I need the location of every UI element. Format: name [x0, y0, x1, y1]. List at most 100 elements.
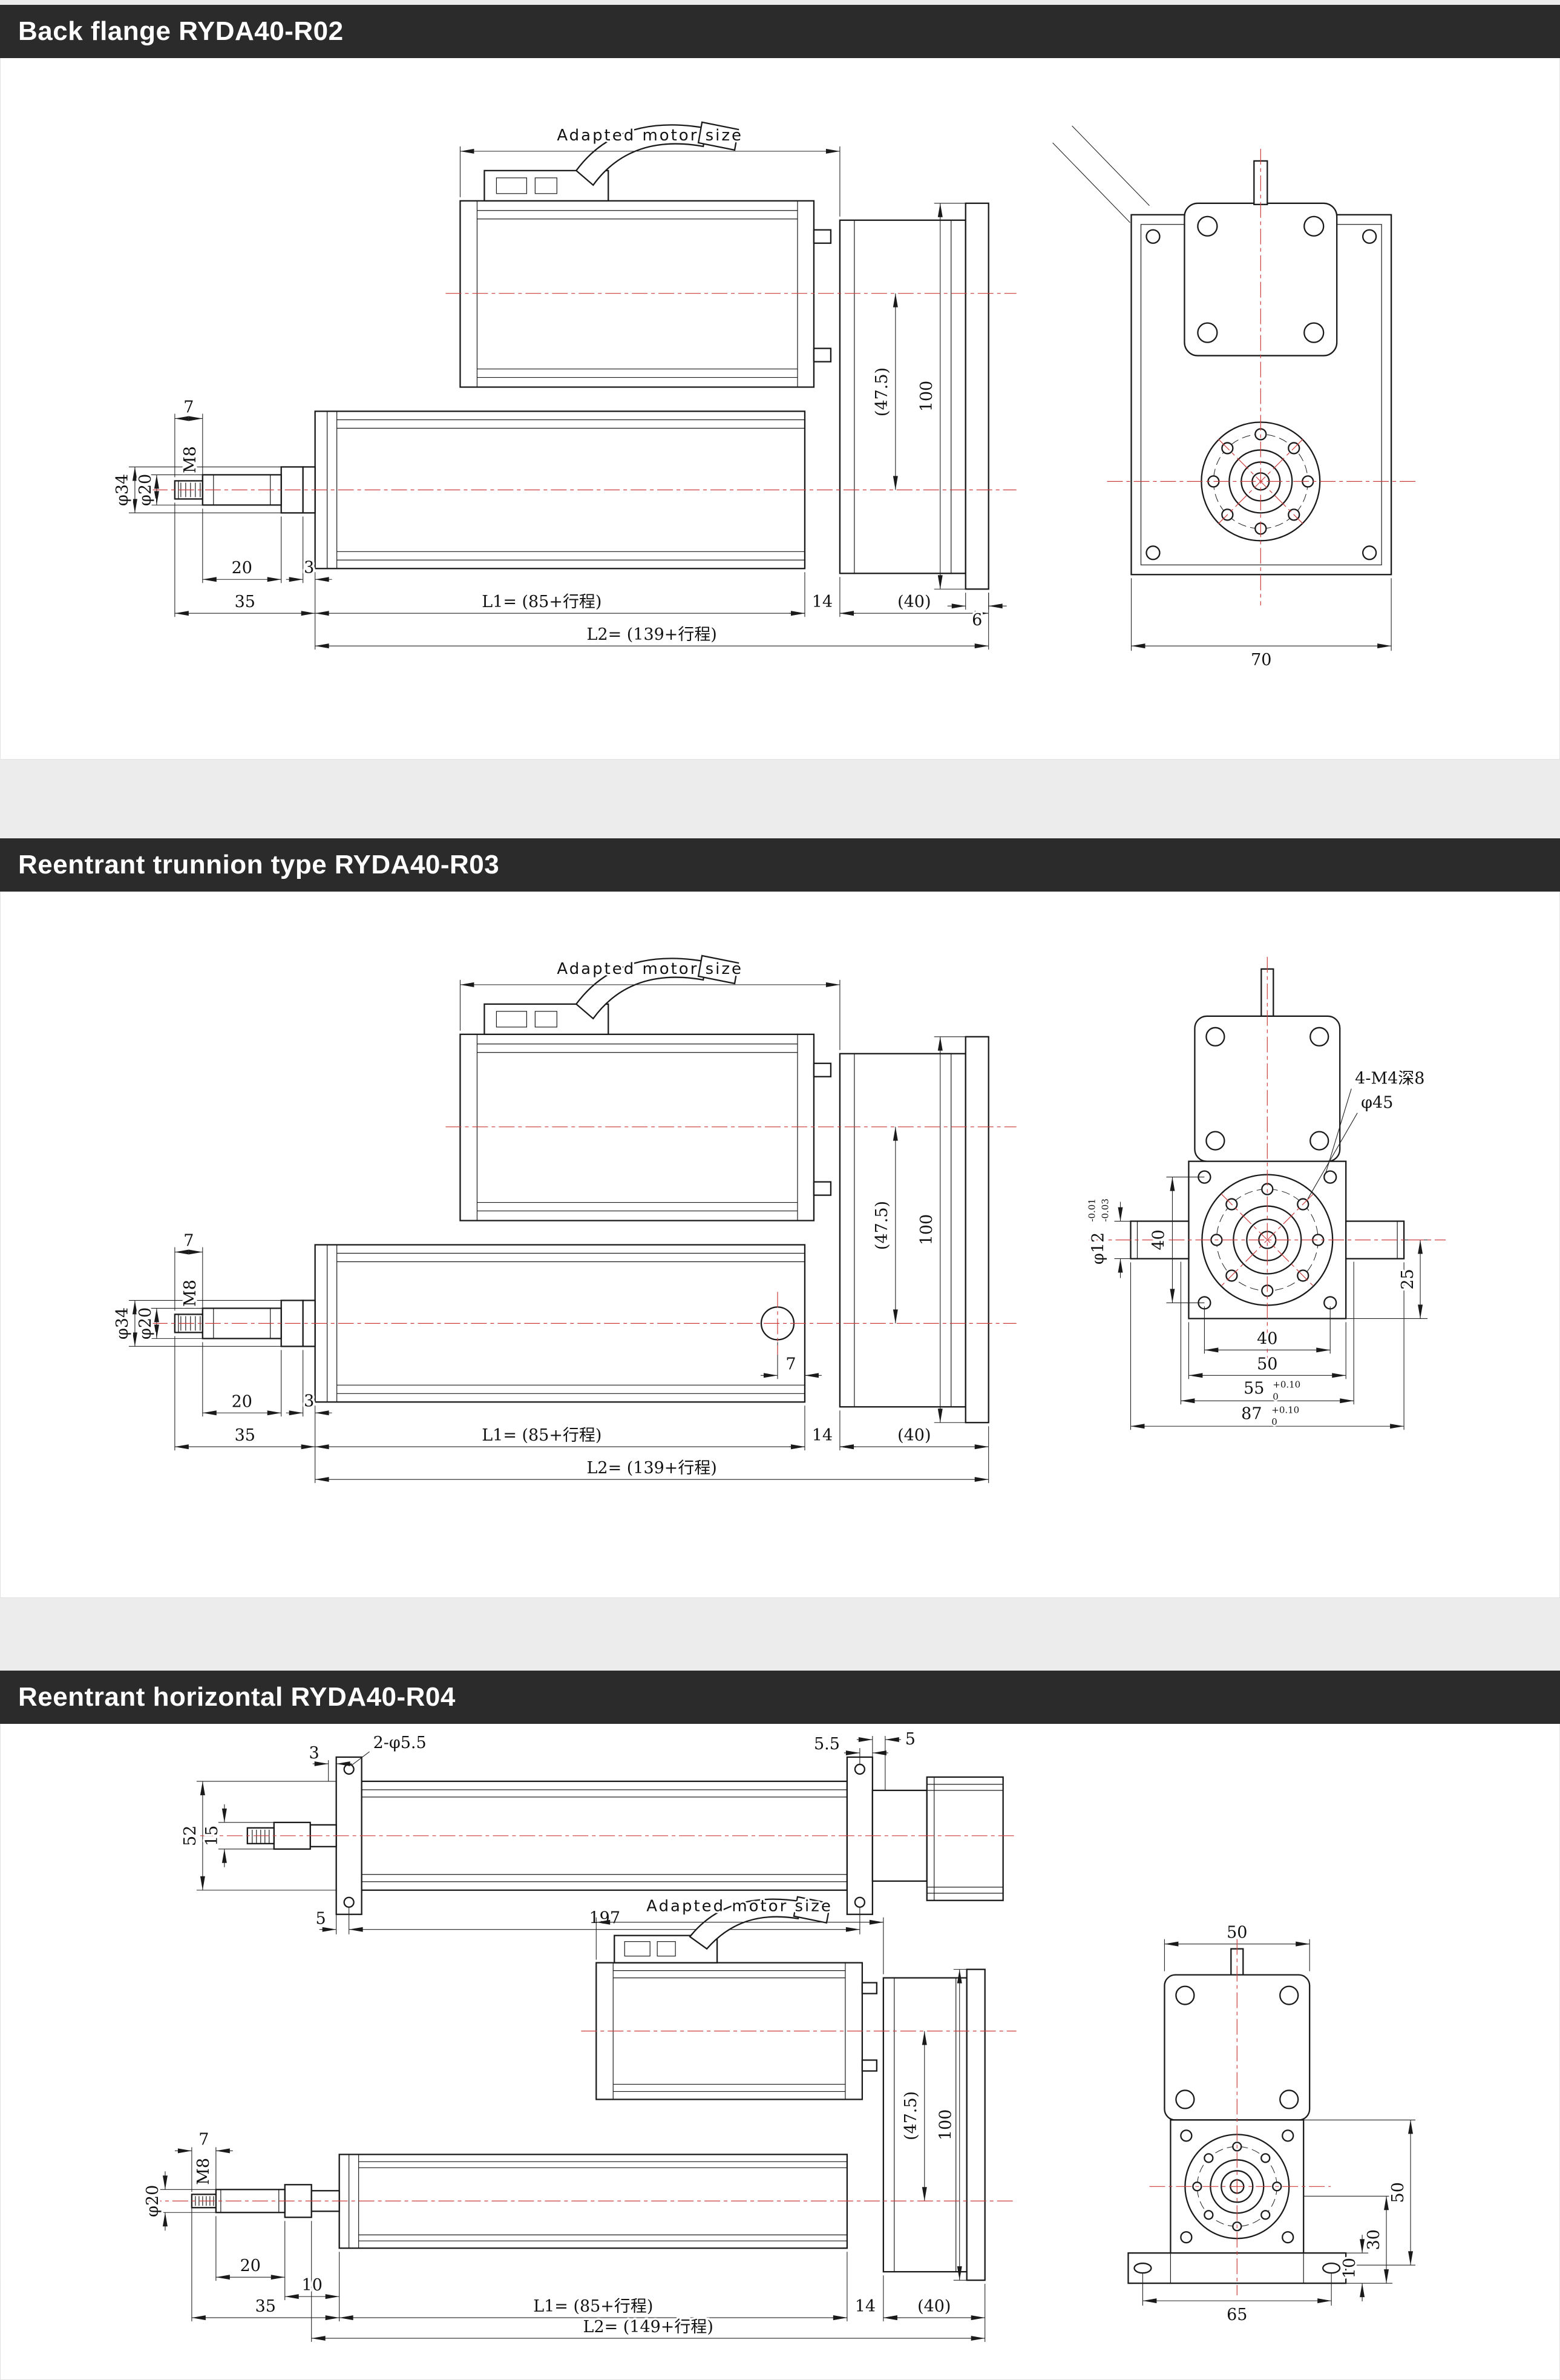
dim-100: 100	[917, 1214, 936, 1245]
dim-dia20: φ20	[136, 474, 155, 506]
section-r02: Back flange RYDA40-R02	[0, 5, 1560, 760]
drawing-panel-r03: Adapted motor size 7 φ34 φ20 M8 20 3 35 …	[0, 892, 1560, 1598]
motor-size-label: Adapted motor size	[557, 127, 743, 145]
section-gap	[0, 760, 1560, 838]
dim-5-5: 5.5	[814, 1735, 840, 1754]
dim-dia12: φ12	[1089, 1232, 1108, 1264]
dim-50: 50	[1257, 1355, 1277, 1373]
dim-47-5: (47.5)	[873, 1201, 891, 1250]
dim-40: (40)	[897, 593, 931, 611]
dim-7-trunnion: 7	[785, 1355, 796, 1373]
end-view: 4-M4深8 φ45 40 φ12 -0.01 -0.03 25 40 50 5…	[1085, 956, 1446, 1430]
motor-size-label: Adapted motor size	[557, 960, 743, 978]
servo-motor	[459, 121, 832, 388]
end-view: 50 10 30 50 65	[1127, 1921, 1416, 2327]
dim-thread: M8	[194, 2158, 213, 2185]
dim-dia34: φ34	[113, 1307, 132, 1340]
section-title-r03: Reentrant trunnion type RYDA40-R03	[18, 850, 500, 879]
dim-10: 10	[302, 2276, 323, 2295]
motor-face	[1194, 968, 1341, 1162]
dim-20: 20	[240, 2257, 261, 2275]
dim-87-tol-upper: +0.10	[1271, 1404, 1299, 1415]
centerlines	[151, 293, 1017, 490]
dim-25: 25	[1398, 1269, 1417, 1289]
dim-14: 14	[855, 2297, 876, 2316]
section-header-r03: Reentrant trunnion type RYDA40-R03	[0, 838, 1560, 892]
dimension-lines	[128, 146, 1007, 650]
dim-55-tol-lower: 0	[1273, 1391, 1279, 1402]
drawing-r02: Adapted motor size 7 φ34 φ20 M8 20 3 35 …	[111, 121, 1416, 672]
dim-l2: L2= (139+行程)	[587, 1459, 717, 1478]
dim-dia20: φ20	[136, 1307, 155, 1340]
dim-l2: L2= (139+行程)	[587, 625, 717, 644]
drawing-r03: Adapted motor size 7 φ34 φ20 M8 20 3 35 …	[111, 955, 1446, 1484]
section-r04: Reentrant horizontal RYDA40-R04	[0, 1671, 1560, 2380]
dim-dia12-tol-lower: -0.03	[1100, 1198, 1111, 1221]
dim-30: 30	[1365, 2229, 1383, 2250]
dim-70: 70	[1251, 651, 1271, 669]
dim-35: 35	[235, 593, 255, 611]
servo-motor	[459, 955, 832, 1221]
section-header-r04: Reentrant horizontal RYDA40-R04	[0, 1671, 1560, 1724]
dimension-lines	[128, 979, 989, 1484]
dim-47-5: (47.5)	[873, 367, 891, 416]
dimension-lines	[159, 1917, 986, 2342]
dim-20: 20	[232, 1392, 252, 1411]
centerlines	[1149, 1939, 1331, 2296]
centerlines	[1107, 148, 1416, 606]
adapter-housing	[839, 1036, 989, 1424]
dim-dia20: φ20	[143, 2185, 162, 2217]
dim-3-top: 3	[309, 1744, 320, 1763]
dim-100: 100	[917, 381, 936, 412]
dim-20: 20	[232, 559, 252, 577]
dim-rod-stub: 7	[183, 1231, 194, 1250]
dim-thread: M8	[181, 446, 200, 473]
dim-197: 197	[589, 1909, 620, 1928]
dim-rod-stub: 7	[183, 398, 194, 416]
section-title-r04: Reentrant horizontal RYDA40-R04	[18, 1682, 456, 1712]
top-view: 2-φ5.5 5.5 5 3 52 15 197 5	[179, 1727, 1017, 1935]
centerlines	[1089, 956, 1446, 1361]
side-view: Adapted motor size 7 φ34 φ20 M8 20 3 35 …	[111, 955, 1017, 1484]
side-view: Adapted motor size 7 φ34 φ20 M8 20 3 35 …	[111, 121, 1017, 650]
motor-size-label: Adapted motor size	[646, 1898, 833, 1916]
dim-10-right: 10	[1340, 2258, 1359, 2278]
dim-40-left: 40	[1149, 1229, 1168, 1250]
dim-5-top: 5	[905, 1730, 916, 1749]
section-r03: Reentrant trunnion type RYDA40-R03	[0, 838, 1560, 1598]
end-view: 70	[1052, 125, 1416, 672]
dim-holes: 2-φ5.5	[373, 1734, 427, 1752]
dim-thread: M8	[181, 1280, 200, 1307]
centerlines	[145, 2030, 1017, 2201]
dim-50-right: 50	[1389, 2182, 1408, 2203]
servo-motor	[595, 1896, 878, 2100]
drawing-r04: 2-φ5.5 5.5 5 3 52 15 197 5	[141, 1727, 1416, 2342]
dim-100: 100	[937, 2109, 955, 2140]
dim-65: 65	[1227, 2306, 1247, 2324]
dim-35: 35	[235, 1426, 255, 1445]
dim-40: (40)	[917, 2297, 951, 2316]
dim-3: 3	[304, 1392, 314, 1410]
dim-dia34: φ34	[113, 474, 132, 506]
dim-87: 87	[1241, 1404, 1262, 1423]
dim-l1: L1= (85+行程)	[482, 1426, 601, 1445]
dim-50-top: 50	[1227, 1924, 1247, 1942]
dim-3: 3	[304, 558, 314, 577]
dim-14: 14	[812, 1426, 833, 1445]
dim-l1: L1= (85+行程)	[482, 593, 601, 611]
dim-6: 6	[972, 611, 982, 630]
dim-5-bottom: 5	[316, 1910, 326, 1928]
dim-87-tol-lower: 0	[1271, 1416, 1277, 1427]
section-gap	[0, 1598, 1560, 1671]
dim-40-bottom: 40	[1257, 1329, 1277, 1348]
section-header-r02: Back flange RYDA40-R02	[0, 5, 1560, 58]
dimension-lines	[1142, 1939, 1416, 2306]
dim-35: 35	[255, 2297, 276, 2316]
dim-55: 55	[1244, 1379, 1264, 1398]
dim-14: 14	[812, 593, 833, 611]
dimension-lines	[196, 1735, 901, 1935]
adapter-housing	[882, 1968, 986, 2281]
dim-52: 52	[181, 1826, 200, 1846]
dim-47-5: (47.5)	[902, 2091, 920, 2140]
